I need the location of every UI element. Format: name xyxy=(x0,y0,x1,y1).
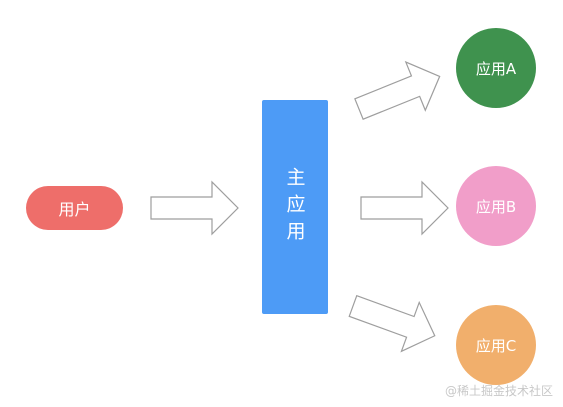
arrow-main-to-app-a xyxy=(354,60,441,120)
arrow-main-to-app-c xyxy=(348,294,436,353)
app-b-node: 应用B xyxy=(456,166,536,246)
arrow-user-to-main xyxy=(150,180,239,236)
app-a-node-label: 应用A xyxy=(475,59,517,78)
arrow-main-to-app-b xyxy=(360,180,449,236)
main-app-node-label: 主应用 xyxy=(283,166,306,248)
app-a-node: 应用A xyxy=(456,28,536,108)
app-c-node: 应用C xyxy=(456,305,536,385)
watermark: @稀土掘金技术社区 xyxy=(444,384,553,398)
app-b-node-label: 应用B xyxy=(475,197,517,216)
user-node: 用户 xyxy=(26,186,123,230)
user-node-label: 用户 xyxy=(58,200,91,219)
main-app-node: 主应用 xyxy=(262,100,328,314)
app-c-node-label: 应用C xyxy=(475,336,517,355)
